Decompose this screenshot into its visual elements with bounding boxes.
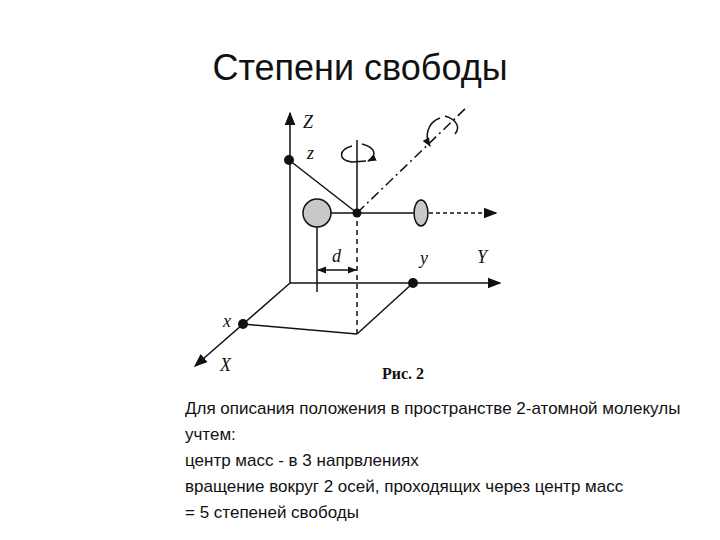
rotation-arrow — [342, 146, 367, 162]
dimension-arrow — [318, 269, 356, 271]
projection-line — [357, 283, 413, 334]
dimension-label: d — [332, 246, 341, 268]
coordinate-label: y — [420, 248, 428, 270]
bond-line — [331, 212, 414, 214]
z-axis — [289, 113, 291, 283]
rotation-axis — [356, 140, 358, 213]
coordinate-point — [238, 319, 248, 329]
axis-label: Z — [303, 112, 313, 134]
molecule-axis — [429, 212, 496, 214]
y-axis — [290, 282, 500, 284]
rotation-arrow — [427, 118, 440, 146]
slide-title: Степени свободы — [212, 46, 507, 89]
figure-caption: Рис. 2 — [382, 364, 424, 383]
body-text: Для описания положения в пространстве 2-… — [185, 396, 710, 448]
rotation-arrow — [445, 116, 458, 134]
coordinate-label: z — [307, 143, 314, 165]
center-of-mass — [353, 209, 362, 218]
projection-line — [356, 213, 358, 334]
projection-line — [243, 324, 357, 334]
axis-label: Y — [477, 247, 487, 269]
rotation-arrow — [362, 144, 374, 161]
dimension-line — [316, 227, 318, 292]
coordinate-label: x — [223, 311, 231, 333]
rotation-axis — [357, 106, 468, 213]
atom — [414, 200, 428, 226]
coordinate-point — [408, 278, 418, 288]
coordinate-point — [284, 155, 294, 165]
body-text: центр масс - в 3 напрвлениях — [185, 448, 419, 474]
axis-label: X — [220, 355, 231, 377]
x-axis — [195, 283, 290, 366]
body-text: = 5 степеней свободы — [185, 500, 359, 526]
body-text: вращение вокруг 2 осей, проходящих через… — [185, 474, 623, 500]
atom — [303, 199, 331, 227]
